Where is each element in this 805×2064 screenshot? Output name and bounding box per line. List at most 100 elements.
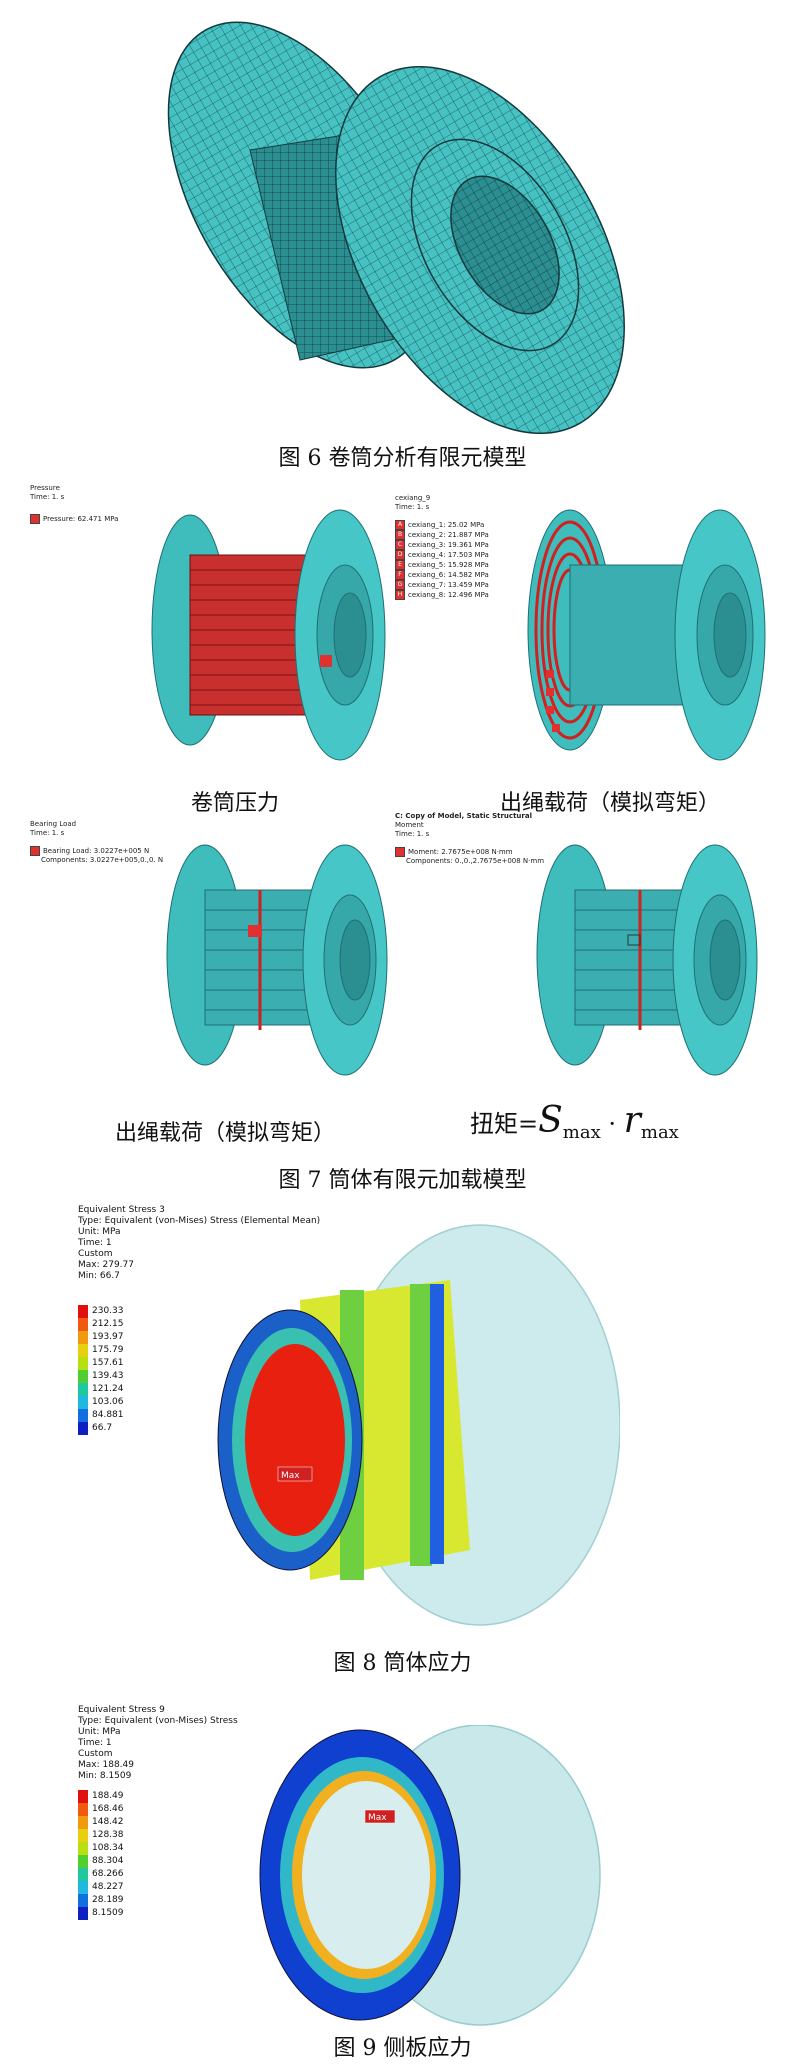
legend-value: 157.61 [92, 1358, 124, 1368]
legend-value: 212.15 [92, 1319, 124, 1329]
stress-header-line: Min: 8.1509 [78, 1771, 132, 1781]
torque-s: S [538, 1100, 563, 1141]
legend-color-box [78, 1868, 88, 1881]
legend-color-box [78, 1357, 88, 1370]
legend-value: 148.42 [92, 1817, 124, 1827]
figure-7: Pressure Time: 1. s Pressure: 62.471 MPa… [0, 480, 805, 1193]
drum-moment-model [536, 844, 758, 1076]
torque-sub-max-2: max [640, 1121, 679, 1143]
torque-dot: · [608, 1110, 617, 1138]
rope-load-value: cexiang_3: 19.361 MPa [408, 540, 489, 549]
moment-components: Components: 0.,0.,2.7675e+008 N·mm [406, 857, 545, 865]
stress-header-line: Type: Equivalent (von-Mises) Stress [78, 1716, 238, 1726]
legend-color-box [78, 1396, 88, 1409]
legend-value: 139.43 [92, 1371, 124, 1381]
legend-color-box [78, 1803, 88, 1816]
figure-8-caption: 图 8 筒体应力 [333, 1651, 472, 1676]
drum-pressure-model [151, 509, 386, 761]
moment-time: Time: 1. s [395, 830, 430, 838]
legend-value: 193.97 [92, 1332, 124, 1342]
legend-color-box [78, 1829, 88, 1842]
stress-header-line: Max: 188.49 [78, 1760, 134, 1770]
legend-color-box [78, 1318, 88, 1331]
legend-color-box [78, 1422, 88, 1435]
stress-header-line: Time: 1 [78, 1738, 112, 1748]
rope-load-key: G [395, 580, 405, 590]
legend-value: 28.189 [92, 1895, 124, 1905]
legend-value: 230.33 [92, 1306, 124, 1316]
legend-value: 103.06 [92, 1397, 124, 1407]
bearing-components: Components: 3.0227e+005,0.,0. N [41, 856, 164, 864]
stress-header-line: Equivalent Stress 9 [78, 1705, 165, 1715]
stress-header-line: Unit: MPa [78, 1727, 121, 1737]
moment-title: Moment [395, 821, 424, 829]
legend-value: 108.34 [92, 1843, 124, 1853]
rope-load-value: cexiang_8: 12.496 MPa [408, 590, 489, 599]
rope-load-key: D [395, 550, 405, 560]
torque-sub-max-1: max [562, 1121, 601, 1143]
rope-load-title: cexiang_9 [395, 494, 431, 502]
moment-swatch [395, 847, 405, 857]
stress-header-line: Custom [78, 1749, 113, 1759]
rope-load-key: E [395, 560, 405, 570]
rope-load-key: B [395, 530, 405, 540]
legend-color-box [78, 1344, 88, 1357]
legend-value: 66.7 [92, 1423, 113, 1433]
pressure-legend: Pressure: 62.471 MPa [43, 514, 119, 523]
legend-value: 168.46 [92, 1804, 124, 1814]
legend-color-box [78, 1842, 88, 1855]
rope-load-value: cexiang_5: 15.928 MPa [408, 560, 489, 569]
legend-color-box [78, 1409, 88, 1422]
drum-rope-load-model [527, 509, 766, 761]
rope-load-time: Time: 1. s [395, 503, 430, 511]
stress-header-line: Custom [78, 1249, 113, 1259]
torque-r: r [623, 1100, 641, 1141]
legend-value: 188.49 [92, 1791, 124, 1801]
legend-color-box [78, 1855, 88, 1868]
figure-6: 图 6 卷筒分析有限元模型 [0, 0, 805, 471]
legend-color-box [78, 1370, 88, 1383]
bearing-load-label: Bearing Load Time: 1. s Bearing Load: 3.… [30, 820, 163, 865]
rope-load-key: A [395, 520, 405, 530]
rope-load-subcaption: 出绳载荷（模拟弯矩） [499, 791, 720, 816]
figure-7-caption: 图 7 筒体有限元加载模型 [278, 1168, 527, 1193]
rope-load-key: C [395, 540, 405, 550]
figure-9-caption: 图 9 侧板应力 [333, 2036, 472, 2061]
side-plate-stress-plot: Max [259, 1725, 601, 2026]
pressure-subcaption: 卷筒压力 [190, 791, 279, 816]
torque-formula: 扭矩=Smax · rmax [470, 1100, 679, 1143]
rope-load-value: cexiang_6: 14.582 MPa [408, 570, 489, 579]
stress-header-line: Unit: MPa [78, 1227, 121, 1237]
legend-color-box [78, 1790, 88, 1803]
stress-header-line: Max: 279.77 [78, 1260, 134, 1270]
rope-load-value: cexiang_7: 13.459 MPa [408, 580, 489, 589]
moment-label: C: Copy of Model, Static Structural Mome… [395, 812, 544, 866]
stress-9-max-tag: Max [368, 1813, 387, 1823]
legend-value: 128.38 [92, 1830, 124, 1840]
stress-3-max-tag: Max [281, 1471, 300, 1481]
legend-value: 68.266 [92, 1869, 124, 1879]
legend-value: 88.304 [92, 1856, 124, 1866]
bearing-legend: Bearing Load: 3.0227e+005 N [43, 846, 150, 855]
drum-mesh-model [167, 21, 625, 435]
rope-load-key: H [395, 590, 405, 600]
stress-header-line: Equivalent Stress 3 [78, 1205, 165, 1215]
legend-color-box [78, 1331, 88, 1344]
bearing-subcaption: 出绳载荷（模拟弯矩） [114, 1121, 335, 1146]
legend-color-box [78, 1816, 88, 1829]
bearing-swatch [30, 846, 40, 856]
moment-header: C: Copy of Model, Static Structural [395, 812, 532, 820]
cylinder-stress-plot: Max [217, 1224, 620, 1626]
figure-6-caption: 图 6 卷筒分析有限元模型 [278, 446, 527, 471]
legend-color-box [78, 1383, 88, 1396]
